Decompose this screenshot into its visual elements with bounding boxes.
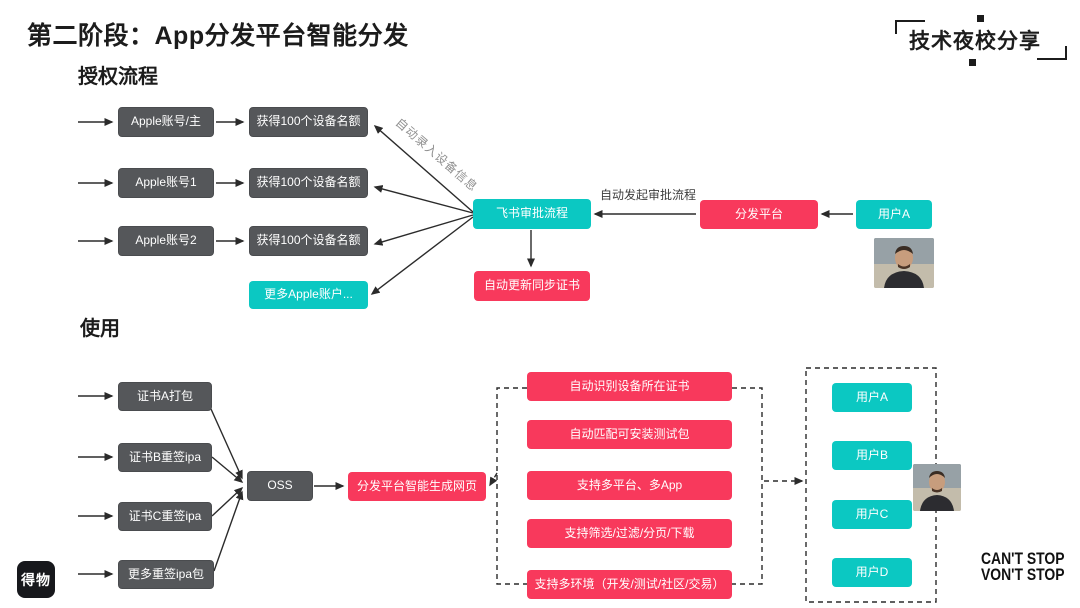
bracket-corner-bottom-right xyxy=(1037,46,1067,60)
apple-account-2-box: Apple账号2 xyxy=(118,226,214,256)
square-dot-top xyxy=(977,15,984,22)
feature-multi-env-box: 支持多环境（开发/测试/社区/交易） xyxy=(527,570,732,599)
feature-auto-match-package-box: 自动匹配可安装测试包 xyxy=(527,420,732,449)
cert-b-resign-box: 证书B重签ipa xyxy=(118,443,212,472)
distribution-platform-box: 分发平台 xyxy=(700,200,818,229)
apple-account-1-box: Apple账号1 xyxy=(118,168,214,198)
more-apple-accounts-box: 更多Apple账户... xyxy=(249,281,368,309)
feature-filter-download-box: 支持筛选/过滤/分页/下载 xyxy=(527,519,732,548)
square-dot-bottom xyxy=(969,59,976,66)
slogan-line-1: CAN'T STOP xyxy=(980,549,1065,568)
slogan-line-2: VON'T STOP xyxy=(980,565,1065,585)
end-user-b-box: 用户B xyxy=(832,441,912,470)
quota-box-2: 获得100个设备名额 xyxy=(249,168,368,198)
cert-c-resign-box: 证书C重签ipa xyxy=(118,502,212,531)
tech-night-school-logo: 技术夜校分享 xyxy=(895,15,1067,66)
feishu-approval-flow-box: 飞书审批流程 xyxy=(473,199,591,229)
feature-auto-identify-cert-box: 自动识别设备所在证书 xyxy=(527,372,732,401)
page-title: 第二阶段：App分发平台智能分发 xyxy=(27,22,409,50)
more-resign-ipa-box: 更多重签ipa包 xyxy=(118,560,214,589)
user-a-box: 用户A xyxy=(856,200,932,229)
tech-logo-text: 技术夜校分享 xyxy=(909,30,1041,53)
slogan-text: CAN'T STOP VON'T STOP xyxy=(980,549,1065,585)
quota-box-1: 获得100个设备名额 xyxy=(249,107,368,137)
auto-sync-cert-box: 自动更新同步证书 xyxy=(474,271,590,301)
quota-box-3: 获得100个设备名额 xyxy=(249,226,368,256)
end-user-avatar-photo xyxy=(913,464,961,511)
user-a-avatar-photo xyxy=(874,238,934,288)
apple-account-main-box: Apple账号/主 xyxy=(118,107,214,137)
end-user-c-box: 用户C xyxy=(832,500,912,529)
end-user-d-box: 用户D xyxy=(832,558,912,587)
bracket-corner-top-left xyxy=(895,20,925,34)
oss-box: OSS xyxy=(247,471,313,501)
feature-multi-platform-box: 支持多平台、多App xyxy=(527,471,732,500)
auto-initiate-approval-label: 自动发起审批流程 xyxy=(600,188,697,202)
generate-webpage-box: 分发平台智能生成网页 xyxy=(348,472,486,501)
usage-section-heading: 使用 xyxy=(80,318,120,340)
cert-a-package-box: 证书A打包 xyxy=(118,382,212,411)
dewu-brand-logo: 得物 xyxy=(17,561,55,598)
end-user-a-box: 用户A xyxy=(832,383,912,412)
auth-section-heading: 授权流程 xyxy=(78,66,158,88)
